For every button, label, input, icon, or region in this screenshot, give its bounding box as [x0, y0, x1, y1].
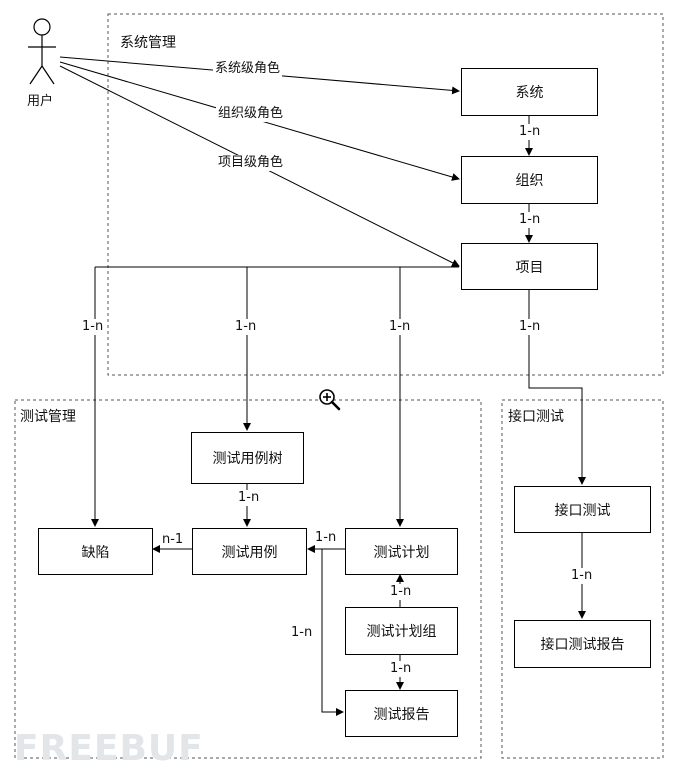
- zoom-in-icon[interactable]: [318, 388, 342, 412]
- edge-label-tree-case: 1-n: [236, 490, 262, 506]
- edge-label-project-plan: 1-n: [387, 319, 413, 335]
- test-case-tree-box: 测试用例树: [191, 432, 304, 484]
- edge-project-api: [528, 290, 586, 485]
- test-case-box: 测试用例: [192, 528, 307, 575]
- edge-label-case-defect: n-1: [162, 532, 184, 547]
- edge-plan-report: [321, 549, 344, 716]
- stick-figure-icon: [28, 18, 56, 85]
- test-mgmt-group-label: 测试管理: [20, 409, 76, 425]
- system-mgmt-group-label: 系统管理: [120, 35, 176, 51]
- test-plan-box: 测试计划: [345, 528, 458, 575]
- api-test-box: 接口测试: [514, 486, 651, 533]
- edge-label-group-report: 1-n: [388, 661, 414, 677]
- api-test-group-label: 接口测试: [508, 409, 564, 425]
- edge-label-user-org: 组织级角色: [216, 106, 286, 122]
- system-mgmt-group: [107, 13, 664, 376]
- system-box: 系统: [461, 68, 598, 116]
- edge-label-project-case-tree: 1-n: [233, 319, 259, 335]
- watermark: FREEBUF: [14, 728, 204, 769]
- defect-box: 缺陷: [38, 528, 153, 575]
- edge-label-api-report: 1-n: [569, 568, 595, 584]
- edge-label-user-project: 项目级角色: [216, 155, 286, 171]
- api-test-report-box: 接口测试报告: [514, 620, 651, 668]
- edge-label-group-plan: 1-n: [388, 584, 414, 600]
- edge-label-plan-report: 1-n: [291, 625, 313, 640]
- actor-label: 用户: [27, 94, 54, 109]
- test-mgmt-group: [14, 399, 482, 759]
- edge-label-project-api: 1-n: [517, 319, 543, 335]
- edge-label-org-project: 1-n: [517, 212, 543, 228]
- test-plan-group-box: 测试计划组: [345, 607, 458, 655]
- edge-label-user-system: 系统级角色: [213, 61, 283, 77]
- test-report-box: 测试报告: [345, 690, 458, 737]
- edge-label-plan-case: 1-n: [315, 530, 337, 545]
- edge-label-project-defect: 1-n: [80, 319, 106, 335]
- edge-label-system-org: 1-n: [517, 124, 543, 140]
- organization-box: 组织: [461, 156, 598, 204]
- project-box: 项目: [461, 243, 598, 290]
